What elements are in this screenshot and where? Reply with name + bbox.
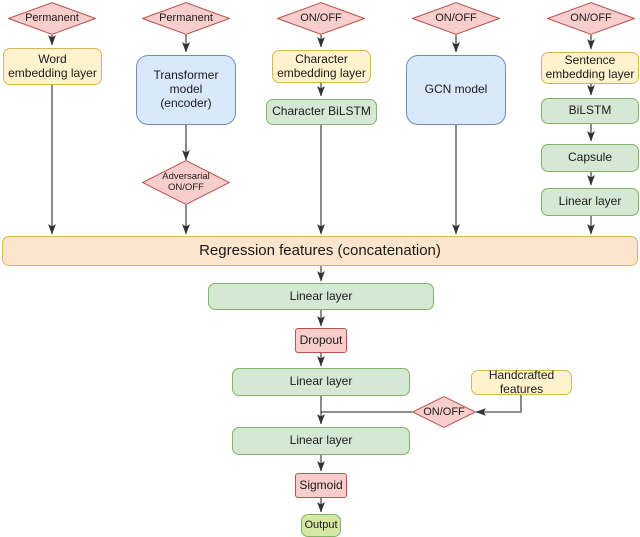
- node-character-embedding-layer[interactable]: Character embedding layer: [272, 50, 371, 83]
- node-handcrafted-features[interactable]: Handcrafted features: [471, 367, 572, 396]
- node-capsule[interactable]: Capsule: [541, 144, 639, 172]
- gate-word-embedding[interactable]: Permanent: [8, 2, 96, 35]
- diamond-shape: [277, 2, 365, 35]
- node-sigmoid[interactable]: Sigmoid: [295, 473, 347, 498]
- node-transformer-model-label: Transformer model(encoder): [153, 68, 219, 110]
- node-sentence-embedding-layer[interactable]: Sentence embedding layer: [541, 52, 639, 84]
- node-gcn-model-label: GCN model: [424, 82, 488, 97]
- node-linear-layer-1-label: Linear layer: [289, 288, 353, 303]
- diamond-shape: [412, 396, 476, 428]
- node-character-embedding-layer-label: Character embedding layer: [277, 51, 366, 80]
- node-handcrafted-features-label: Handcrafted features: [488, 367, 555, 396]
- node-capsule-label: Capsule: [567, 150, 613, 165]
- node-linear-layer-3-label: Linear layer: [289, 433, 353, 448]
- gate-character[interactable]: ON/OFF: [277, 2, 365, 35]
- diamond-shape: [547, 2, 635, 35]
- gate-gcn[interactable]: ON/OFF: [412, 2, 500, 35]
- node-character-bilstm[interactable]: Character BiLSTM: [266, 99, 377, 125]
- node-linear-layer-2[interactable]: Linear layer: [232, 368, 410, 396]
- diamond-shape: [8, 2, 96, 35]
- diamond-shape: [142, 2, 230, 35]
- diamond-shape: [142, 160, 230, 205]
- node-sentence-linear-layer-label: Linear layer: [558, 194, 622, 209]
- node-gcn-model[interactable]: GCN model: [406, 55, 506, 125]
- node-output-label: Output: [304, 519, 338, 532]
- node-bilstm[interactable]: BiLSTM: [541, 98, 639, 124]
- node-bilstm-label: BiLSTM: [568, 103, 612, 118]
- node-regression-features-label: Regression features (concatenation): [199, 242, 441, 260]
- node-sigmoid-label: Sigmoid: [299, 477, 343, 492]
- node-word-embedding-layer-label: Word embedding layer: [8, 51, 97, 80]
- node-output[interactable]: Output: [301, 514, 341, 537]
- node-character-bilstm-label: Character BiLSTM: [272, 104, 371, 119]
- diamond-shape: [412, 2, 500, 35]
- node-sentence-embedding-layer-label: Sentence embedding layer: [545, 53, 635, 81]
- node-linear-layer-1[interactable]: Linear layer: [208, 283, 434, 310]
- gate-sentence[interactable]: ON/OFF: [547, 2, 635, 35]
- gate-transformer[interactable]: Permanent: [142, 2, 230, 35]
- node-regression-features[interactable]: Regression features (concatenation): [2, 236, 638, 266]
- node-linear-layer-2-label: Linear layer: [289, 374, 353, 389]
- node-dropout-label: Dropout: [299, 332, 343, 347]
- node-word-embedding-layer[interactable]: Word embedding layer: [3, 48, 102, 85]
- node-dropout[interactable]: Dropout: [295, 328, 347, 353]
- gate-handcrafted[interactable]: ON/OFF: [412, 396, 476, 428]
- node-sentence-linear-layer[interactable]: Linear layer: [541, 188, 639, 216]
- node-transformer-model[interactable]: Transformer model(encoder): [136, 55, 236, 125]
- node-linear-layer-3[interactable]: Linear layer: [232, 427, 410, 455]
